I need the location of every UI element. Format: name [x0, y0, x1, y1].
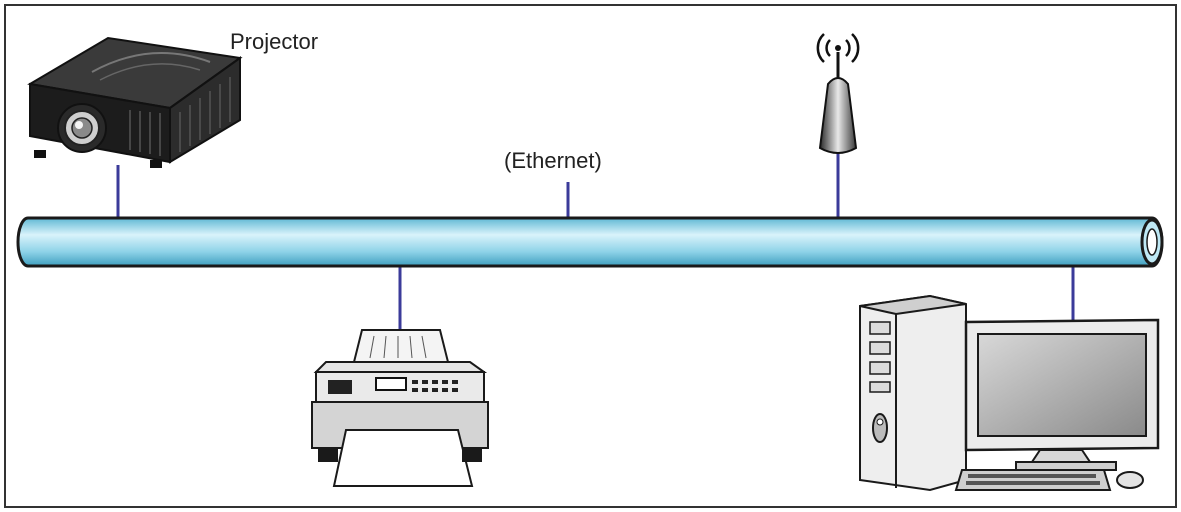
ethernet-label: (Ethernet): [504, 148, 602, 173]
printer-icon: [311, 329, 489, 487]
ethernet-bus: [16, 216, 1164, 268]
connection-links: [116, 152, 1075, 330]
desktop-computer-icon: [859, 294, 1160, 492]
projector-icon: [27, 36, 243, 168]
projector-label: Projector: [230, 29, 318, 54]
wireless-router-icon: [816, 33, 860, 154]
